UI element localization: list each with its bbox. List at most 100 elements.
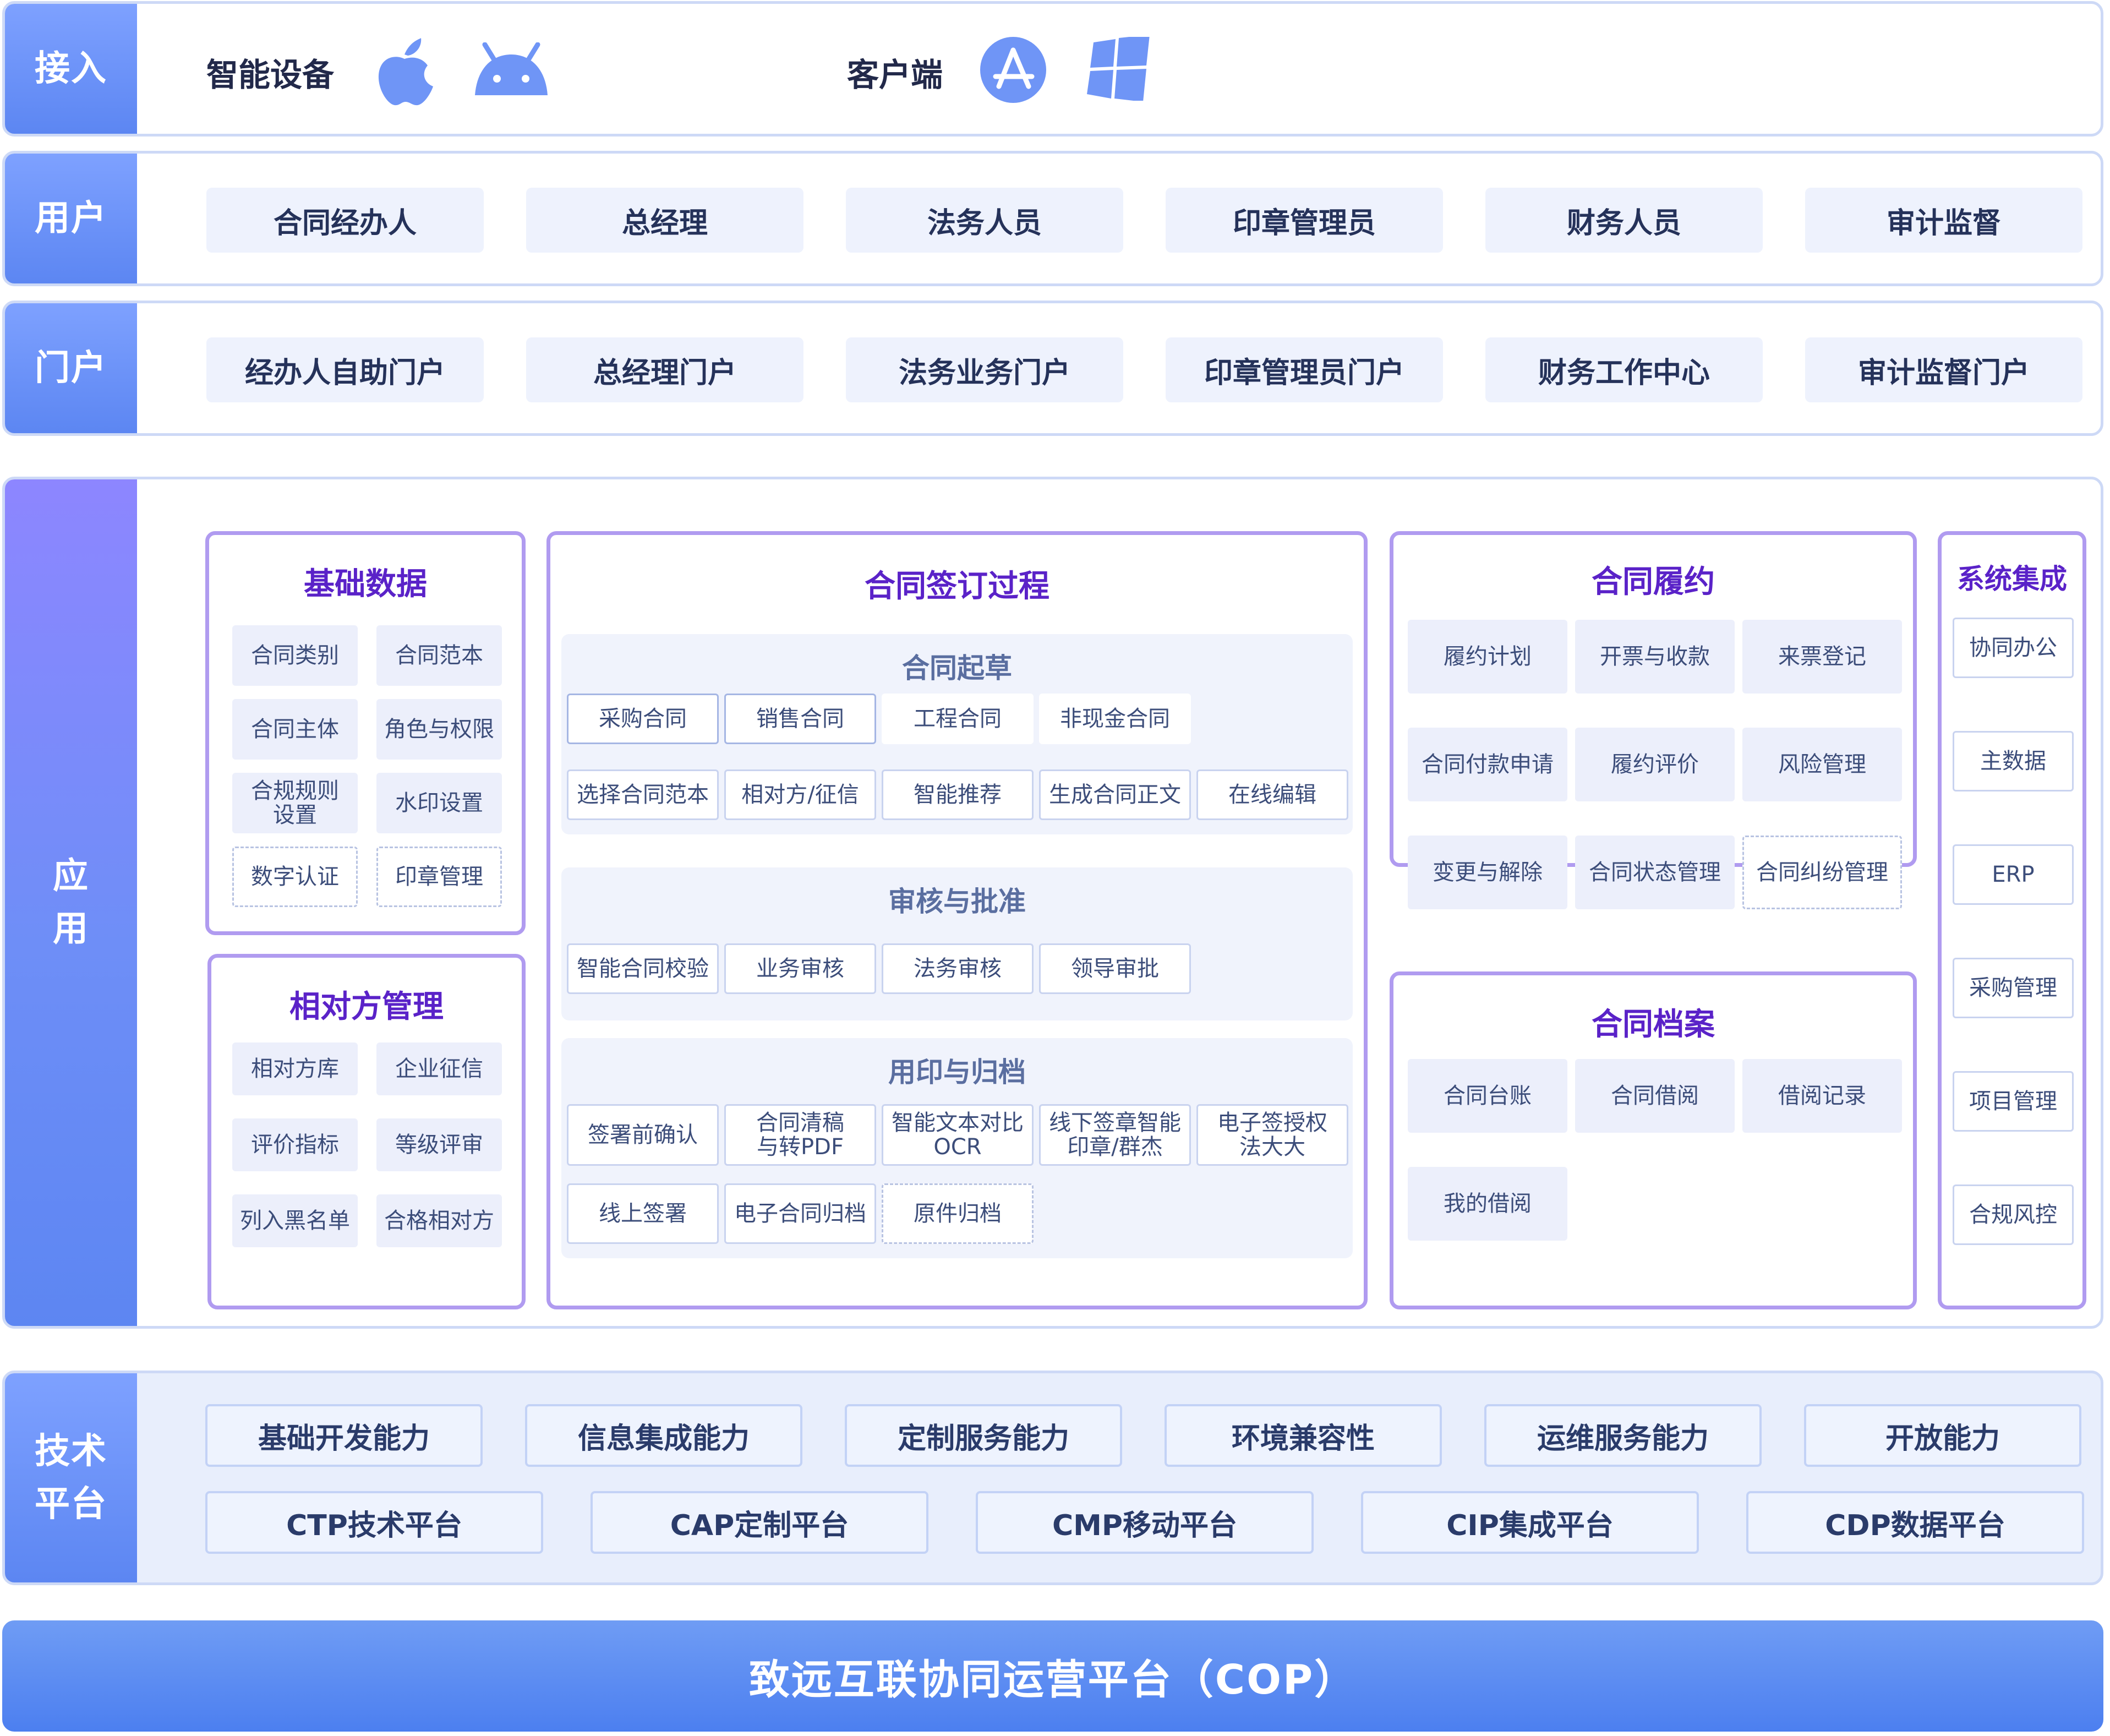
drafting-item[interactable]: 选择合同范本 xyxy=(567,769,719,820)
review-item[interactable]: 智能合同校验 xyxy=(567,943,719,994)
tech-capability[interactable]: 开放能力 xyxy=(1804,1404,2081,1467)
drafting-item[interactable]: 销售合同 xyxy=(724,694,876,744)
review-item[interactable]: 法务审核 xyxy=(882,943,1034,994)
portal-item[interactable]: 财务工作中心 xyxy=(1485,337,1763,402)
drafting-item[interactable]: 在线编辑 xyxy=(1196,769,1348,820)
access-row: 接入 智能设备 客户端 xyxy=(2,1,2103,137)
tech-platform[interactable]: CTP技术平台 xyxy=(205,1491,543,1554)
integration-item[interactable]: 项目管理 xyxy=(1953,1071,2074,1132)
seal-item[interactable]: 线下签章智能印章/群杰 xyxy=(1039,1104,1191,1166)
integration-module: 系统集成 协同办公 主数据 ERP 采购管理 项目管理 合规风控 xyxy=(1938,531,2086,1309)
basic-data-item[interactable]: 合同类别 xyxy=(232,625,358,686)
integration-title: 系统集成 xyxy=(1957,563,2067,595)
cop-platform-bar: 致远互联协同运营平台（COP） xyxy=(2,1620,2103,1732)
basic-data-item[interactable]: 角色与权限 xyxy=(376,699,502,760)
portal-item[interactable]: 总经理门户 xyxy=(526,337,803,402)
portal-item[interactable]: 法务业务门户 xyxy=(846,337,1123,402)
performance-item[interactable]: 履约评价 xyxy=(1575,728,1735,801)
performance-item[interactable]: 开票与收款 xyxy=(1575,620,1735,694)
archive-item[interactable]: 借阅记录 xyxy=(1742,1059,1902,1133)
user-role[interactable]: 财务人员 xyxy=(1485,188,1763,253)
basic-data-item[interactable]: 水印设置 xyxy=(376,773,502,833)
basic-data-item[interactable]: 印章管理 xyxy=(376,847,502,907)
integration-item[interactable]: 主数据 xyxy=(1953,731,2074,791)
archive-item[interactable]: 我的借阅 xyxy=(1408,1167,1567,1241)
portal-item[interactable]: 审计监督门户 xyxy=(1805,337,2082,402)
performance-title: 合同履约 xyxy=(1592,564,1715,600)
portal-label: 门户 xyxy=(5,303,137,433)
review-item[interactable]: 领导审批 xyxy=(1039,943,1191,994)
review-item[interactable]: 业务审核 xyxy=(724,943,876,994)
user-role[interactable]: 印章管理员 xyxy=(1166,188,1443,253)
client-label: 客户端 xyxy=(847,56,943,94)
performance-item[interactable]: 履约计划 xyxy=(1408,620,1567,694)
seal-title: 用印与归档 xyxy=(888,1056,1026,1088)
archive-item[interactable]: 合同借阅 xyxy=(1575,1059,1735,1133)
counterparty-item[interactable]: 合格相对方 xyxy=(376,1194,502,1247)
seal-item[interactable]: 签署前确认 xyxy=(567,1104,719,1166)
counterparty-item[interactable]: 企业征信 xyxy=(376,1042,502,1095)
performance-item[interactable]: 合同状态管理 xyxy=(1575,836,1735,909)
basic-data-item[interactable]: 合同范本 xyxy=(376,625,502,686)
tech-platform-label: 技术平台 xyxy=(5,1373,137,1582)
tech-platform[interactable]: CDP数据平台 xyxy=(1746,1491,2084,1554)
basic-data-item[interactable]: 合规规则设置 xyxy=(232,773,358,833)
drafting-item[interactable]: 工程合同 xyxy=(882,694,1034,744)
app-store-icon xyxy=(980,37,1046,103)
tech-platform[interactable]: CMP移动平台 xyxy=(976,1491,1314,1554)
user-role[interactable]: 合同经办人 xyxy=(206,188,484,253)
performance-item[interactable]: 来票登记 xyxy=(1742,620,1902,694)
signing-module: 合同签订过程 合同起草 采购合同 销售合同 工程合同 非现金合同 选择合同范本 … xyxy=(546,531,1368,1309)
archive-item[interactable]: 合同台账 xyxy=(1408,1059,1567,1133)
seal-item[interactable]: 线上签署 xyxy=(567,1183,719,1244)
application-row: 应用 基础数据 合同类别 合同范本 合同主体 角色与权限 合规规则设置 水印设置… xyxy=(2,477,2103,1329)
tech-capability[interactable]: 定制服务能力 xyxy=(845,1404,1122,1467)
integration-item[interactable]: ERP xyxy=(1953,844,2074,905)
basic-data-item[interactable]: 合同主体 xyxy=(232,699,358,760)
seal-item[interactable]: 电子合同归档 xyxy=(724,1183,876,1244)
drafting-item[interactable]: 智能推荐 xyxy=(882,769,1034,820)
integration-item[interactable]: 采购管理 xyxy=(1953,958,2074,1018)
tech-capability[interactable]: 运维服务能力 xyxy=(1484,1404,1762,1467)
windows-icon xyxy=(1087,37,1150,101)
tech-platform[interactable]: CIP集成平台 xyxy=(1361,1491,1699,1554)
application-label: 应用 xyxy=(5,479,137,1326)
drafting-item[interactable]: 相对方/征信 xyxy=(724,769,876,820)
users-label: 用户 xyxy=(5,154,137,283)
integration-item[interactable]: 协同办公 xyxy=(1953,618,2074,678)
drafting-item[interactable]: 采购合同 xyxy=(567,694,719,744)
drafting-section: 合同起草 采购合同 销售合同 工程合同 非现金合同 选择合同范本 相对方/征信 … xyxy=(561,634,1353,834)
users-row: 用户 合同经办人 总经理 法务人员 印章管理员 财务人员 审计监督 xyxy=(2,151,2103,286)
performance-item[interactable]: 合同纠纷管理 xyxy=(1742,836,1902,909)
tech-capability[interactable]: 基础开发能力 xyxy=(205,1404,483,1467)
application-label-line2: 用 xyxy=(53,909,89,949)
user-role[interactable]: 总经理 xyxy=(526,188,803,253)
review-title: 审核与批准 xyxy=(888,886,1026,918)
basic-data-title: 基础数据 xyxy=(304,566,427,602)
counterparty-item[interactable]: 评价指标 xyxy=(232,1118,358,1171)
counterparty-item[interactable]: 等级评审 xyxy=(376,1118,502,1171)
performance-module: 合同履约 履约计划 开票与收款 来票登记 合同付款申请 履约评价 风险管理 变更… xyxy=(1390,531,1917,909)
seal-item[interactable]: 智能文本对比OCR xyxy=(882,1104,1034,1166)
portal-item[interactable]: 经办人自助门户 xyxy=(206,337,484,402)
performance-item[interactable]: 变更与解除 xyxy=(1408,836,1567,909)
drafting-item[interactable]: 非现金合同 xyxy=(1039,694,1191,744)
user-role[interactable]: 审计监督 xyxy=(1805,188,2082,253)
drafting-item[interactable]: 生成合同正文 xyxy=(1039,769,1191,820)
seal-item[interactable]: 电子签授权法大大 xyxy=(1196,1104,1348,1166)
counterparty-item[interactable]: 相对方库 xyxy=(232,1042,358,1095)
user-role[interactable]: 法务人员 xyxy=(846,188,1123,253)
basic-data-item[interactable]: 数字认证 xyxy=(232,847,358,907)
tech-label-line2: 平台 xyxy=(35,1484,107,1525)
seal-item[interactable]: 原件归档 xyxy=(882,1183,1034,1244)
portal-item[interactable]: 印章管理员门户 xyxy=(1166,337,1443,402)
tech-capability[interactable]: 信息集成能力 xyxy=(525,1404,802,1467)
counterparty-item[interactable]: 列入黑名单 xyxy=(232,1194,358,1247)
apple-icon xyxy=(378,38,433,106)
tech-capability[interactable]: 环境兼容性 xyxy=(1165,1404,1442,1467)
performance-item[interactable]: 合同付款申请 xyxy=(1408,728,1567,801)
seal-item[interactable]: 合同清稿与转PDF xyxy=(724,1104,876,1166)
performance-item[interactable]: 风险管理 xyxy=(1742,728,1902,801)
integration-item[interactable]: 合规风控 xyxy=(1953,1184,2074,1245)
tech-platform[interactable]: CAP定制平台 xyxy=(591,1491,928,1554)
